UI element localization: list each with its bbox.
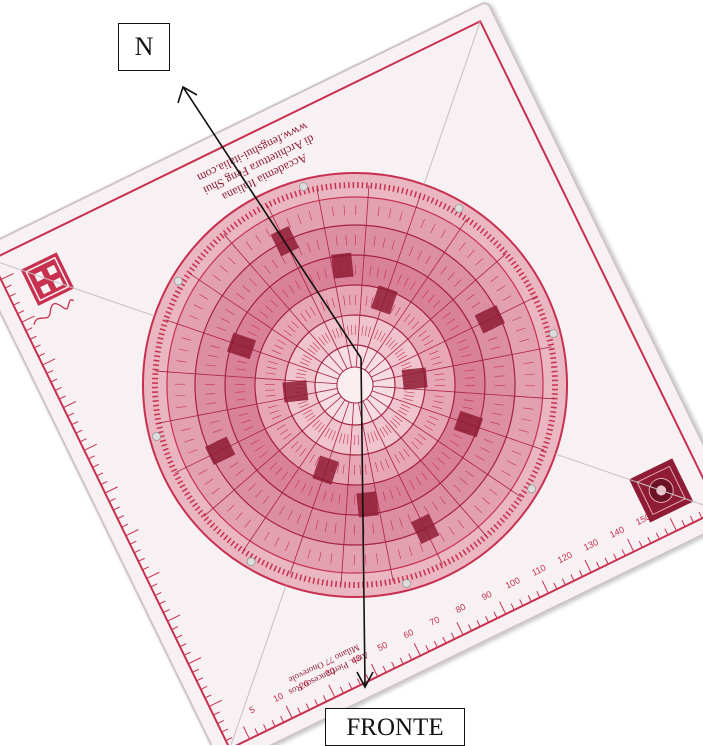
dial-block <box>331 253 353 279</box>
dial-block <box>356 491 378 517</box>
front-label: FRONTE <box>325 708 465 746</box>
dial-block <box>282 380 308 402</box>
north-label: N <box>118 23 170 71</box>
dial-block <box>402 368 428 390</box>
